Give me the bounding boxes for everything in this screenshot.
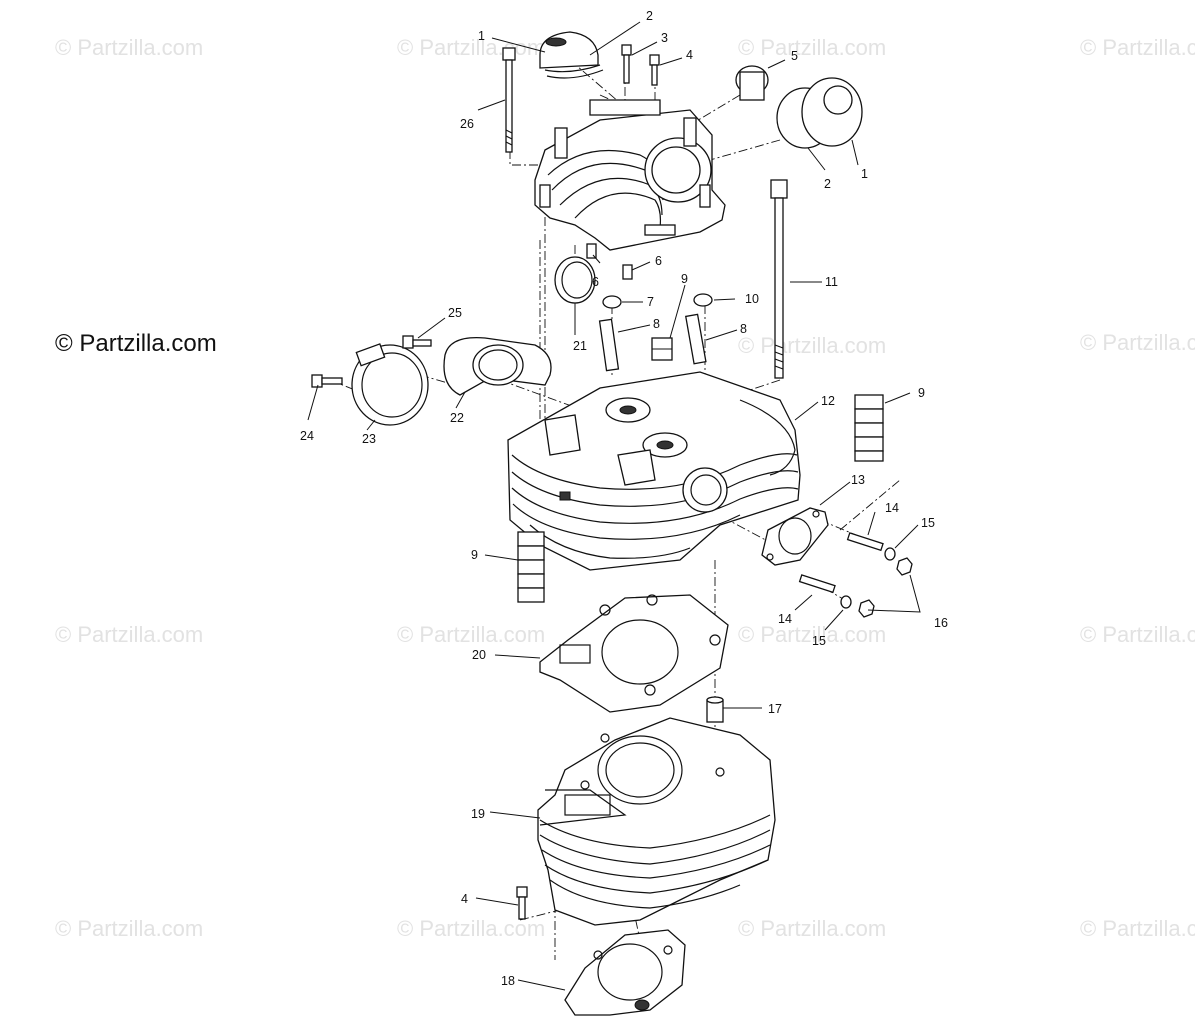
watermark: © Partzilla.com: [738, 35, 887, 60]
callout-9: 9: [918, 386, 925, 400]
callout-17: 17: [768, 702, 782, 716]
exhaust-gasket: [761, 507, 829, 566]
callout-10: 10: [745, 292, 759, 306]
cylinder-head: [507, 371, 801, 571]
cover-bolts: [621, 44, 660, 86]
callout-14: 14: [885, 501, 899, 515]
long-stud-bolt: [502, 47, 516, 153]
callout-2: 2: [824, 177, 831, 191]
callout-4: 4: [686, 48, 693, 62]
tappet-cap: [539, 31, 604, 79]
head-bolt: [770, 179, 788, 379]
callout-2: 2: [646, 9, 653, 23]
callout-5: 5: [791, 49, 798, 63]
rubber-pads-left: [517, 531, 545, 603]
callout-13: 13: [851, 473, 865, 487]
watermark: © Partzilla.com: [397, 35, 546, 60]
callout-15: 15: [921, 516, 935, 530]
exhaust-studs: [798, 532, 913, 618]
round-cap-21: [554, 256, 596, 304]
callout-6: 6: [592, 275, 599, 289]
leader-lines: [307, 21, 921, 991]
head-gasket: [539, 594, 729, 713]
callout-19: 19: [471, 807, 485, 821]
callout-26: 26: [460, 117, 474, 131]
callout-18: 18: [501, 974, 515, 988]
callout-24: 24: [300, 429, 314, 443]
callout-25: 25: [448, 306, 462, 320]
watermark: © Partzilla.com: [1080, 330, 1195, 355]
watermark: © Partzilla.com: [738, 916, 887, 941]
clamp-band: [351, 343, 429, 426]
dowel-pins: [586, 243, 633, 280]
callout-1: 1: [478, 29, 485, 43]
cylinder-dowel: [706, 696, 724, 723]
cylinder-bolt: [516, 886, 528, 920]
callout-8: 8: [740, 322, 747, 336]
intake-bolt: [402, 335, 432, 349]
callout-9: 9: [681, 272, 688, 286]
cylinder-block: [537, 717, 776, 926]
inspection-cap-right: [735, 65, 863, 149]
callout-8: 8: [653, 317, 660, 331]
watermark: © Partzilla.com: [1080, 622, 1195, 647]
callout-3: 3: [661, 31, 668, 45]
callout-12: 12: [821, 394, 835, 408]
watermark: © Partzilla.com: [397, 622, 546, 647]
callout-1: 1: [861, 167, 868, 181]
callout-21: 21: [573, 339, 587, 353]
copyright-notice: © Partzilla.com: [55, 330, 217, 357]
callout-7: 7: [647, 295, 654, 309]
watermark: © Partzilla.com: [1080, 35, 1195, 60]
watermark: © Partzilla.com: [738, 333, 887, 358]
callout-14: 14: [778, 612, 792, 626]
watermark: © Partzilla.com: [55, 916, 204, 941]
callout-4: 4: [461, 892, 468, 906]
callout-22: 22: [450, 411, 464, 425]
valve-guides: [598, 293, 713, 372]
watermark: © Partzilla.com: [1080, 916, 1195, 941]
intake-boot: [443, 336, 552, 396]
callout-15: 15: [812, 634, 826, 648]
callout-16: 16: [934, 616, 948, 630]
watermark: © Partzilla.com: [55, 35, 204, 60]
callout-6: 6: [655, 254, 662, 268]
callout-11: 11: [825, 275, 838, 289]
callout-20: 20: [472, 648, 486, 662]
rubber-pads-right: [854, 394, 884, 462]
watermark: © Partzilla.com: [55, 622, 204, 647]
rocker-cover: [534, 99, 726, 251]
base-gasket: [564, 929, 686, 1016]
callout-9: 9: [471, 548, 478, 562]
callout-23: 23: [362, 432, 376, 446]
clamp-screw: [311, 374, 343, 388]
callout-labels: 1 2 3 4 5 2 1 26 6 6 11 9 7 10 8 8 25 21…: [300, 9, 948, 988]
watermark: © Partzilla.com: [738, 622, 887, 647]
